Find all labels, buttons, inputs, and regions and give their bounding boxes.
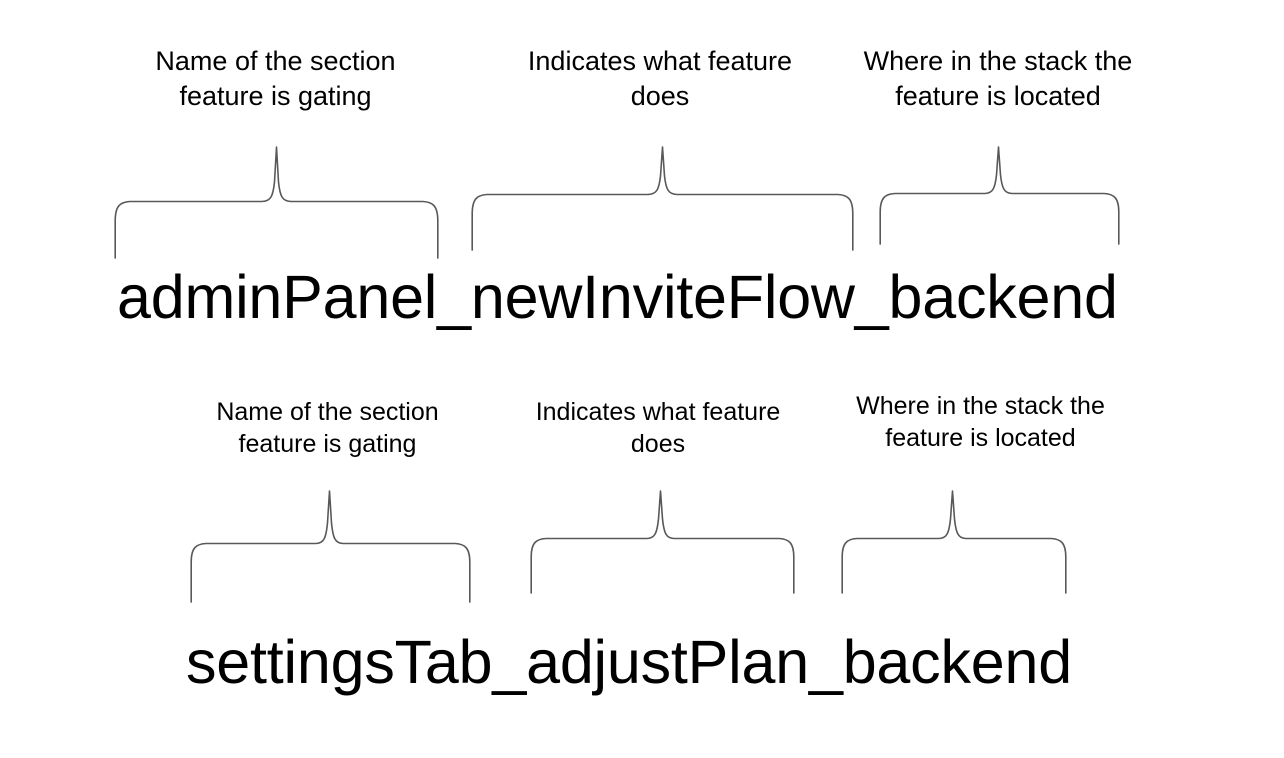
feature-flag-name-2: settingsTab_adjustPlan_backend: [186, 628, 1072, 696]
segment-caption-1-2: Indicates what feature does: [527, 46, 793, 111]
segment-caption-1-1: Name of the section feature is gating: [155, 46, 396, 111]
brace-1-2: [471, 146, 854, 251]
brace-1-1: [114, 146, 439, 259]
segment-caption-1-3: Where in the stack the feature is locate…: [863, 46, 1133, 111]
brace-2-1: [190, 490, 471, 603]
segment-caption-2-1: Name of the section feature is gating: [216, 398, 439, 458]
brace-1-3: [879, 146, 1120, 245]
brace-2-3: [841, 490, 1067, 594]
segment-caption-2-3: Where in the stack the feature is locate…: [856, 392, 1105, 452]
segment-caption-2-2: Indicates what feature does: [535, 398, 781, 458]
brace-2-2: [530, 490, 795, 594]
feature-flag-name-1: adminPanel_newInviteFlow_backend: [117, 263, 1118, 331]
